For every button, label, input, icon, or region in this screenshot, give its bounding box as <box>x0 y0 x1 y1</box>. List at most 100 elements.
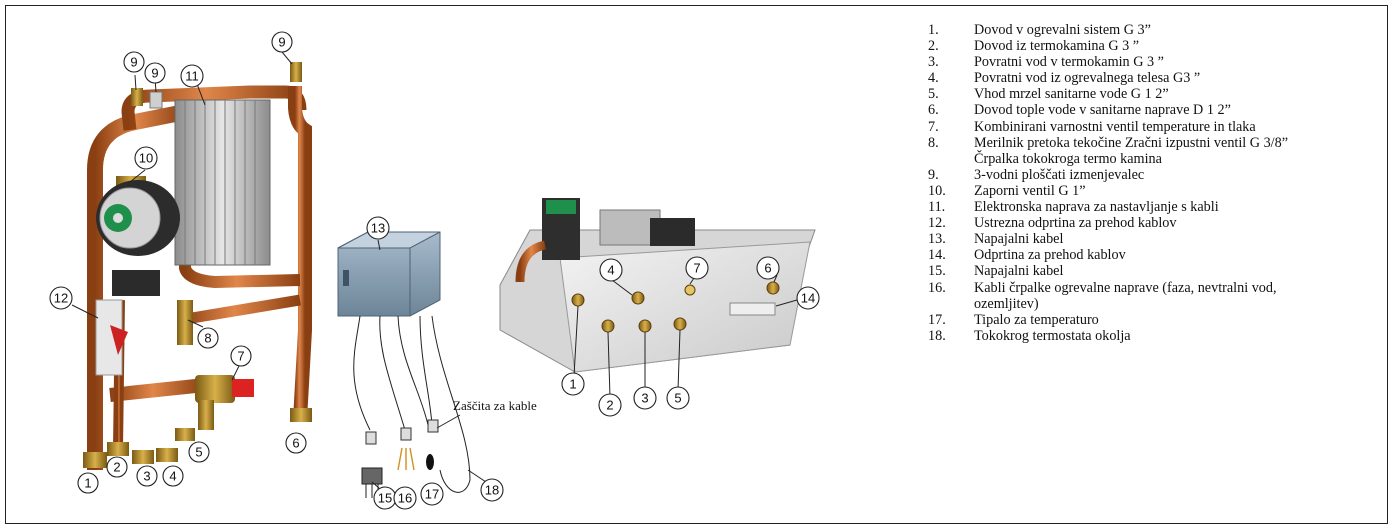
parts-legend: 1.Dovod v ogrevalni sistem G 3”2.Dovod i… <box>928 22 1383 344</box>
legend-item: 17.Tipalo za temperaturo <box>928 312 1383 328</box>
legend-item-number: 14. <box>928 247 974 263</box>
legend-item-text: Merilnik pretoka tekočine Zračni izpustn… <box>974 135 1383 151</box>
callout-9-c: 9 <box>272 32 292 52</box>
legend-item-number: 18. <box>928 328 974 344</box>
svg-text:2: 2 <box>113 460 120 475</box>
legend-item-text: Dovod tople vode v sanitarne naprave D 1… <box>974 102 1383 118</box>
legend-item: 4.Povratni vod iz ogrevalnega telesa G3 … <box>928 70 1383 86</box>
svg-text:2: 2 <box>606 398 613 413</box>
svg-text:18: 18 <box>485 483 499 498</box>
svg-text:4: 4 <box>169 469 176 484</box>
callout-r-3: 3 <box>634 387 656 409</box>
legend-item-number: 8. <box>928 135 974 151</box>
legend-item-text: Napajalni kabel <box>974 263 1383 279</box>
callout-5: 5 <box>189 442 209 462</box>
legend-item: 7.Kombinirani varnostni ventil temperatu… <box>928 119 1383 135</box>
legend-item-text: ozemljitev) <box>974 296 1383 312</box>
svg-text:5: 5 <box>195 445 202 460</box>
legend-item-number <box>928 151 974 167</box>
callout-17: 17 <box>421 483 443 505</box>
legend-item: 13.Napajalni kabel <box>928 231 1383 247</box>
legend-item: 18.Tokokrog termostata okolja <box>928 328 1383 344</box>
svg-text:16: 16 <box>398 491 412 506</box>
legend-item: 6.Dovod tople vode v sanitarne naprave D… <box>928 102 1383 118</box>
callout-12: 12 <box>50 287 72 309</box>
svg-text:5: 5 <box>674 391 681 406</box>
legend-item-number: 11. <box>928 199 974 215</box>
legend-item-number: 16. <box>928 280 974 296</box>
legend-item-text: Tipalo za temperaturo <box>974 312 1383 328</box>
legend-item: 9.3-vodni ploščati izmenjevalec <box>928 167 1383 183</box>
legend-item-text: Povratni vod iz ogrevalnega telesa G3 ” <box>974 70 1383 86</box>
callout-3: 3 <box>137 466 157 486</box>
legend-item: 12.Ustrezna odprtina za prehod kablov <box>928 215 1383 231</box>
legend-item-text: Vhod mrzel sanitarne vode G 1 2” <box>974 86 1383 102</box>
cable-protection-note: Zaščita za kable <box>453 398 537 414</box>
svg-text:9: 9 <box>151 66 158 81</box>
legend-item-text: 3-vodni ploščati izmenjevalec <box>974 167 1383 183</box>
legend-item-text: Povratni vod v termokamin G 3 ” <box>974 54 1383 70</box>
legend-item-number: 3. <box>928 54 974 70</box>
callout-r-7: 7 <box>686 257 708 279</box>
legend-item: 5.Vhod mrzel sanitarne vode G 1 2” <box>928 86 1383 102</box>
legend-item: 11.Elektronska naprava za nastavljanje s… <box>928 199 1383 215</box>
svg-text:15: 15 <box>378 491 392 506</box>
callout-6: 6 <box>286 433 306 453</box>
svg-text:12: 12 <box>54 291 68 306</box>
svg-text:7: 7 <box>693 261 700 276</box>
callout-1: 1 <box>78 473 98 493</box>
legend-item-number: 1. <box>928 22 974 38</box>
control-box <box>338 232 470 498</box>
legend-item: 16.Kabli črpalke ogrevalne naprave (faza… <box>928 280 1383 296</box>
callout-18: 18 <box>481 479 503 501</box>
svg-text:14: 14 <box>801 291 815 306</box>
legend-item-text: Napajalni kabel <box>974 231 1383 247</box>
legend-item-number: 15. <box>928 263 974 279</box>
legend-item-text: Dovod v ogrevalni sistem G 3” <box>974 22 1383 38</box>
legend-item-number: 12. <box>928 215 974 231</box>
callout-r-4: 4 <box>600 259 622 281</box>
legend-item: ozemljitev) <box>928 296 1383 312</box>
callout-r-14: 14 <box>797 287 819 309</box>
legend-item: 15.Napajalni kabel <box>928 263 1383 279</box>
legend-item: Črpalka tokokroga termo kamina <box>928 151 1383 167</box>
legend-item-number: 17. <box>928 312 974 328</box>
legend-item: 2.Dovod iz termokamina G 3 ” <box>928 38 1383 54</box>
legend-item: 3.Povratni vod v termokamin G 3 ” <box>928 54 1383 70</box>
legend-item-text: Kabli črpalke ogrevalne naprave (faza, n… <box>974 280 1383 296</box>
callout-9-b: 9 <box>145 63 165 83</box>
legend-item-text: Dovod iz termokamina G 3 ” <box>974 38 1383 54</box>
callout-r-6: 6 <box>757 257 779 279</box>
legend-item-number: 10. <box>928 183 974 199</box>
legend-item-text: Tokokrog termostata okolja <box>974 328 1383 344</box>
callout-r-2: 2 <box>599 394 621 416</box>
legend-item-text: Kombinirani varnostni ventil temperature… <box>974 119 1383 135</box>
callout-16: 16 <box>394 487 416 509</box>
callout-11: 11 <box>181 65 203 87</box>
callout-8: 8 <box>198 328 218 348</box>
svg-text:1: 1 <box>84 476 91 491</box>
callout-9-a: 9 <box>124 52 144 72</box>
legend-item-text: Ustrezna odprtina za prehod kablov <box>974 215 1383 231</box>
legend-item: 1.Dovod v ogrevalni sistem G 3” <box>928 22 1383 38</box>
svg-text:6: 6 <box>292 436 299 451</box>
svg-text:6: 6 <box>764 261 771 276</box>
svg-text:9: 9 <box>278 35 285 50</box>
legend-item: 8.Merilnik pretoka tekočine Zračni izpus… <box>928 135 1383 151</box>
callout-r-5: 5 <box>667 387 689 409</box>
legend-item-text: Elektronska naprava za nastavljanje s ka… <box>974 199 1383 215</box>
callout-15: 15 <box>374 487 396 509</box>
svg-text:11: 11 <box>185 69 199 84</box>
legend-item-number: 2. <box>928 38 974 54</box>
svg-text:4: 4 <box>607 263 614 278</box>
svg-text:1: 1 <box>569 377 576 392</box>
legend-item-text: Črpalka tokokroga termo kamina <box>974 151 1383 167</box>
legend-item-number: 9. <box>928 167 974 183</box>
callout-4: 4 <box>163 466 183 486</box>
callout-2: 2 <box>107 457 127 477</box>
svg-text:3: 3 <box>143 469 150 484</box>
legend-item-number <box>928 296 974 312</box>
legend-item-number: 7. <box>928 119 974 135</box>
module-panel-view <box>500 198 815 372</box>
hydraulic-module-left <box>83 62 312 470</box>
